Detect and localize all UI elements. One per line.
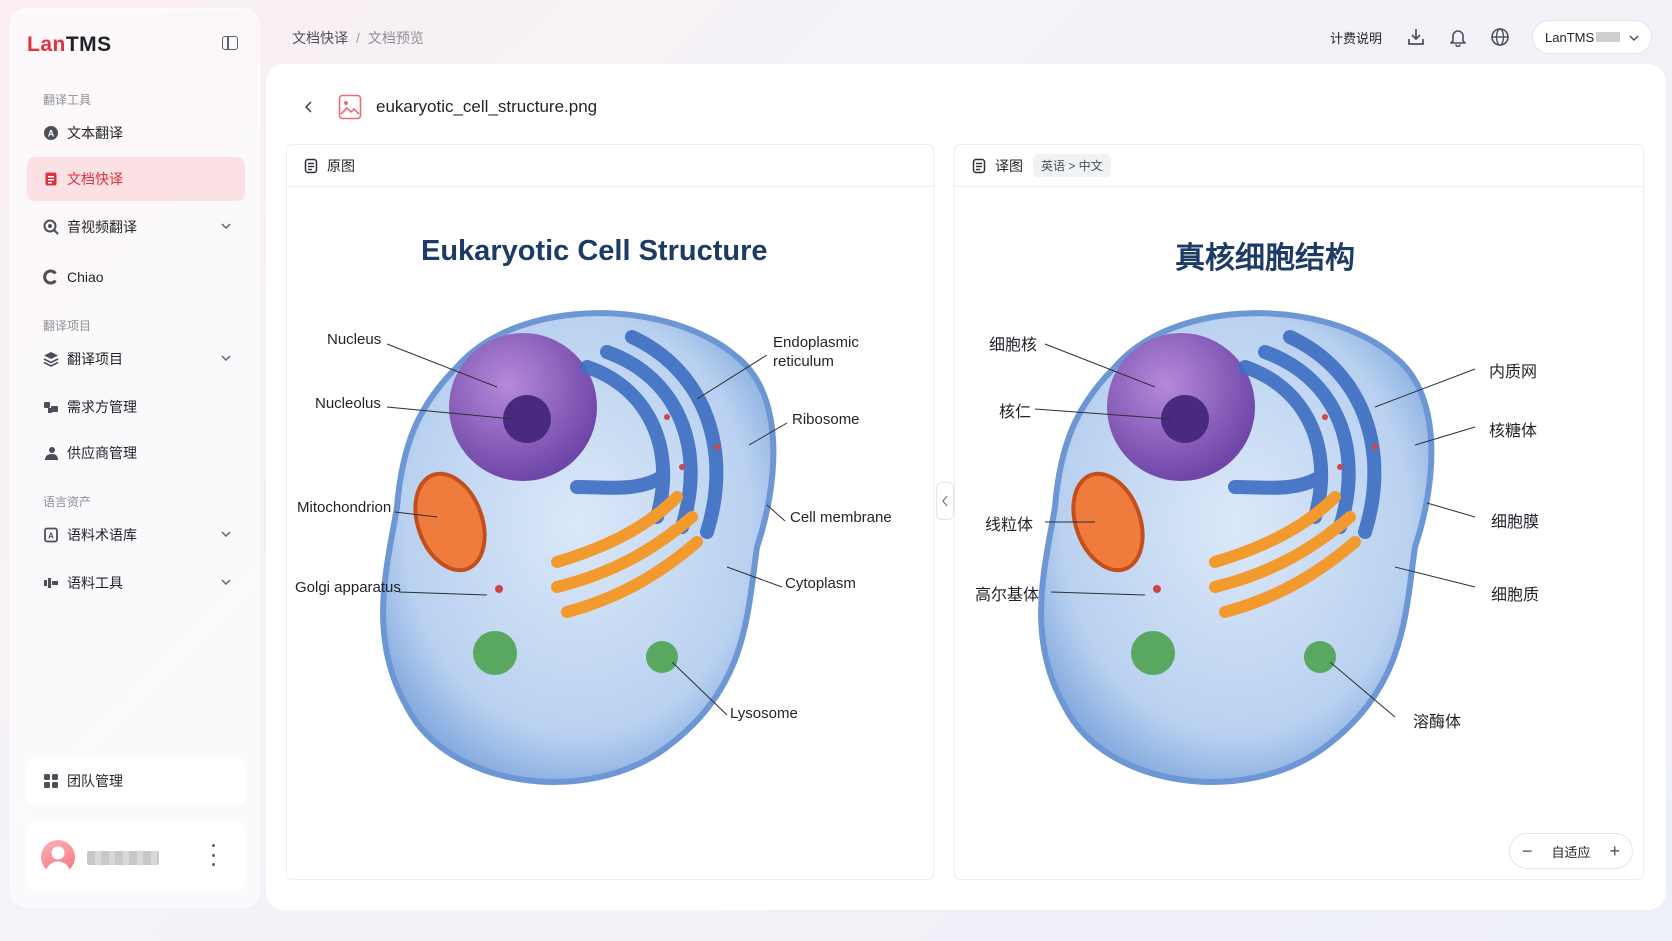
chiao-icon [43, 269, 59, 285]
sidebar-item-demand-mgmt[interactable]: 需求方管理 [27, 385, 245, 429]
label-ribosome-zh: 核糖体 [1489, 423, 1538, 440]
translated-image-pane: 译图 英语 > 中文 [954, 144, 1644, 880]
label-mitochondrion: Mitochondrion [297, 499, 392, 516]
breadcrumb-current: 文档预览 [367, 30, 424, 46]
label-nucleus: Nucleus [327, 331, 382, 348]
label-cell-membrane: Cell membrane [790, 509, 892, 526]
team-management-button[interactable]: 团队管理 [27, 757, 245, 805]
avatar[interactable] [41, 840, 75, 874]
original-pane-title: 原图 [327, 157, 355, 174]
breadcrumb-separator: / [356, 30, 360, 46]
cell-illustration-translated [1034, 310, 1476, 785]
label-er-zh: 内质网 [1489, 364, 1538, 381]
label-golgi-zh: 高尔基体 [975, 587, 1040, 604]
corpus-tools-icon [43, 575, 59, 591]
sidebar-item-text-translation[interactable]: A 文本翻译 [27, 111, 245, 155]
user-menu-label: LanTMS [1545, 29, 1595, 45]
label-golgi: Golgi apparatus [295, 579, 401, 596]
sidebar-item-vendor-mgmt[interactable]: 供应商管理 [27, 431, 245, 475]
svg-text:A: A [48, 129, 55, 139]
main-panel: eukaryotic_cell_structure.png 原图 [266, 64, 1666, 910]
sidebar-item-av-translation[interactable]: 音视频翻译 [27, 205, 245, 249]
language-pair-tag: 英语 > 中文 [1033, 154, 1111, 177]
vendor-icon [43, 445, 59, 461]
group-title-translation-tools: 翻译工具 [43, 93, 92, 107]
sidebar-item-chiao[interactable]: Chiao [27, 255, 245, 299]
user-card[interactable] [27, 821, 245, 891]
label-nucleus-zh: 细胞核 [989, 337, 1038, 354]
translated-pane-title: 译图 [995, 157, 1023, 174]
user-menu-select[interactable]: LanTMS [1532, 20, 1652, 54]
diagram-title-original: Eukaryotic Cell Structure [421, 235, 768, 267]
breadcrumb: 文档快译 / 文档预览 [292, 28, 424, 48]
team-grid-icon [43, 773, 59, 789]
sidebar: LanTMS 翻译工具 A 文本翻译 文档快译 音视频翻译 Chiao 翻译项目… [10, 8, 260, 908]
text-translate-icon: A [43, 125, 59, 141]
original-pane-header: 原图 [287, 145, 933, 187]
label-ribosome: Ribosome [792, 411, 860, 428]
term-base-icon: A [43, 527, 59, 543]
sidebar-item-corpus-tools[interactable]: 语料工具 [27, 561, 245, 605]
label-cytoplasm: Cytoplasm [785, 575, 856, 592]
chevron-down-icon [221, 355, 231, 362]
chevron-down-icon [221, 223, 231, 230]
sidebar-item-projects[interactable]: 翻译项目 [27, 337, 245, 381]
download-icon[interactable] [1406, 27, 1426, 47]
file-name: eukaryotic_cell_structure.png [376, 97, 598, 116]
label-lysosome-zh: 溶酶体 [1413, 714, 1462, 731]
label-cytoplasm-zh: 细胞质 [1491, 587, 1540, 604]
bell-icon[interactable] [1448, 27, 1468, 47]
chevron-down-icon [221, 579, 231, 586]
globe-icon[interactable] [1490, 27, 1510, 47]
zoom-control: − 自适应 + [1509, 833, 1633, 869]
sidebar-item-corpus-term[interactable]: A 语料术语库 [27, 513, 245, 557]
pane-split-handle[interactable] [936, 482, 954, 520]
original-image-pane: 原图 [286, 144, 934, 880]
svg-text:A: A [48, 532, 54, 541]
chevron-down-icon [221, 531, 231, 538]
sidebar-item-doc-translation[interactable]: 文档快译 [27, 157, 245, 201]
label-nucleolus-zh: 核仁 [999, 404, 1032, 421]
diagram-title-translated: 真核细胞结构 [1175, 242, 1355, 275]
app-logo[interactable]: LanTMS [27, 33, 112, 56]
header-actions: 计费说明 LanTMS [1330, 20, 1652, 54]
billing-link[interactable]: 计费说明 [1329, 30, 1382, 46]
zoom-fit-button[interactable]: 自适应 [1551, 844, 1591, 860]
cell-illustration-original [380, 310, 788, 785]
document-icon [43, 171, 59, 187]
user-name-redacted [1596, 32, 1621, 42]
group-title-language-assets: 语言资产 [43, 495, 92, 509]
label-cell-membrane-zh: 细胞膜 [1491, 514, 1540, 531]
label-er-line1: Endoplasmic [773, 334, 859, 351]
back-arrow-icon[interactable] [302, 100, 316, 114]
zoom-in-button[interactable]: + [1609, 841, 1620, 861]
document-outline-icon [303, 158, 319, 174]
label-nucleolus: Nucleolus [315, 395, 381, 412]
label-mitochondrion-zh: 线粒体 [985, 517, 1034, 534]
group-title-translation-projects: 翻译项目 [43, 319, 92, 333]
user-name-redacted [87, 851, 159, 865]
label-lysosome: Lysosome [730, 705, 798, 722]
translated-pane-header: 译图 英语 > 中文 [955, 145, 1643, 187]
document-outline-icon [971, 158, 987, 174]
chevron-left-icon [942, 495, 948, 507]
handshake-icon [43, 399, 59, 415]
chevron-down-icon [1629, 35, 1639, 42]
more-options-icon[interactable] [211, 844, 215, 866]
media-search-icon [43, 219, 59, 235]
layers-icon [43, 351, 59, 367]
zoom-out-button[interactable]: − [1522, 841, 1533, 861]
breadcrumb-root[interactable]: 文档快译 [292, 30, 348, 46]
label-er-line2: reticulum [773, 353, 834, 370]
image-file-icon [338, 94, 362, 120]
sidebar-collapse-icon[interactable] [222, 36, 238, 50]
